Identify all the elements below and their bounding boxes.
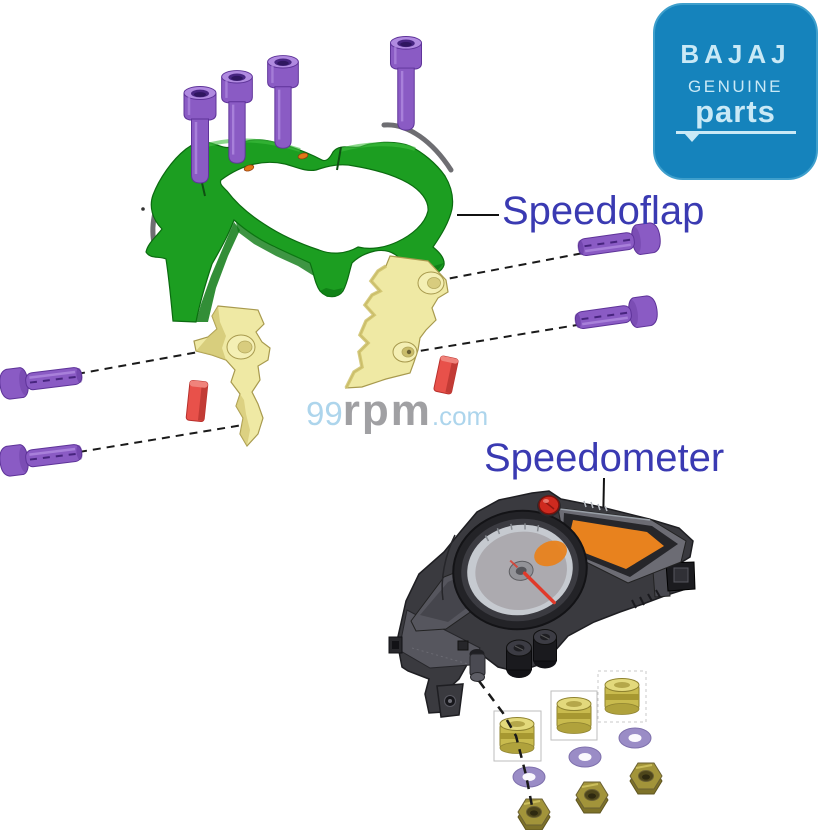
screw-side-left-1 <box>0 358 86 402</box>
speedoflap-label: Speedoflap <box>502 189 705 233</box>
fastener-set <box>478 670 663 830</box>
logo-genuine-text: GENUINE <box>688 77 783 96</box>
mounting-tab <box>436 683 464 718</box>
grommet-2 <box>556 697 592 734</box>
top-tick-marks <box>583 500 608 512</box>
speedometer-part <box>388 490 696 718</box>
screw-top-3 <box>266 54 300 150</box>
bracket-left <box>193 305 271 448</box>
screw-side-left-2 <box>0 435 86 479</box>
left-edge-block <box>388 636 403 654</box>
gauge-needle <box>522 571 556 605</box>
watermark-com: .com <box>431 401 489 431</box>
gauge-dial <box>452 509 588 631</box>
nut-3 <box>629 762 663 795</box>
nut-1 <box>517 798 551 830</box>
rib-texture <box>631 589 661 609</box>
connector-block <box>665 561 696 592</box>
screw-hole-marker <box>243 152 309 172</box>
bracket-right <box>344 255 449 389</box>
knob-right <box>533 629 557 669</box>
screw-side-right-2 <box>571 293 661 338</box>
logo-underline <box>675 131 796 142</box>
washer-3 <box>618 727 652 749</box>
logo-arrow-icon <box>683 133 700 142</box>
washer-2 <box>568 746 602 768</box>
lcd-display <box>557 507 687 584</box>
nut-2 <box>575 781 609 814</box>
selection-box-1 <box>493 710 542 762</box>
fastener-dashed-line <box>478 680 534 807</box>
grommet-3 <box>604 678 640 715</box>
bajaj-genuine-parts-logo: BAJAJ GENUINE parts <box>653 3 818 180</box>
watermark-99: 99 <box>306 395 343 432</box>
rubber-pad-left <box>185 379 209 423</box>
reset-button <box>537 495 561 517</box>
seal-strip-right <box>381 122 454 173</box>
knob-left <box>506 639 532 678</box>
watermark-rpm: rpm <box>342 386 432 435</box>
speedometer-label: Speedometer <box>484 436 725 480</box>
logo-parts-text: parts <box>695 94 776 129</box>
mounting-stud <box>457 640 486 682</box>
screw-top-4 <box>389 35 423 132</box>
selection-box-3 <box>597 670 647 723</box>
rubber-pad-right <box>433 355 459 395</box>
logo-brand-text: BAJAJ <box>680 39 791 69</box>
selection-box-2 <box>550 690 598 741</box>
